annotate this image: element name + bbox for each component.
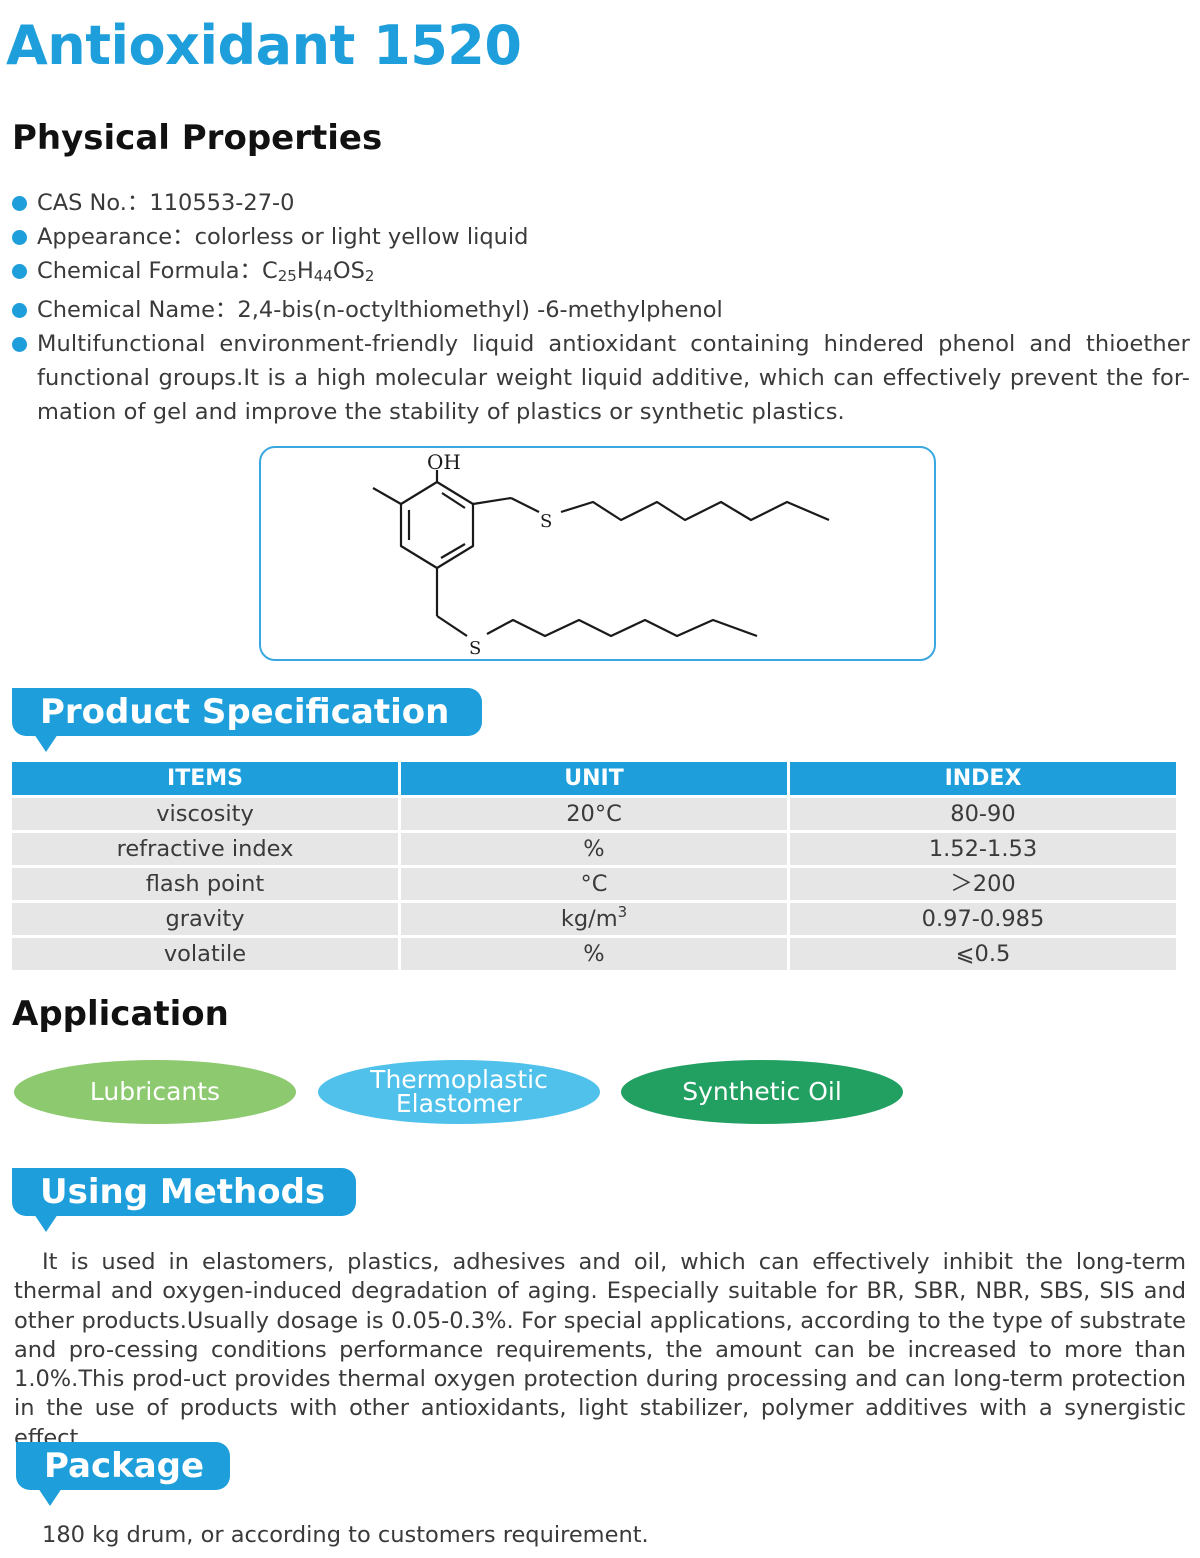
- table-row: viscosity 20°C 80-90: [12, 798, 1176, 833]
- bullet-dot-icon: [12, 196, 27, 211]
- cell-item: refractive index: [12, 833, 398, 868]
- package-text: 180 kg drum, or according to customers r…: [42, 1522, 649, 1548]
- cell-unit: kg/m3: [401, 903, 787, 938]
- specification-table: ITEMS UNIT INDEX viscosity 20°C 80-90 re…: [9, 762, 1179, 973]
- sulfur-label-lower: S: [469, 638, 481, 659]
- oh-label: OH: [427, 450, 461, 474]
- using-methods-label: Using Methods: [40, 1172, 326, 1212]
- cell-unit: °C: [401, 868, 787, 903]
- bullet-dot-icon: [12, 303, 27, 318]
- table-row: flash point °C ＞200: [12, 868, 1176, 903]
- speech-tail-icon: [34, 1214, 58, 1232]
- chemical-structure-box: OH S S: [259, 446, 936, 661]
- list-item: Chemical Name：2,4-bis(n-octylthiomethyl)…: [10, 293, 1190, 327]
- product-specification-heading: Product Specification: [12, 688, 482, 752]
- cell-index: ⩽0.5: [790, 938, 1176, 973]
- chemical-name: Chemical Name：2,4-bis(n-octylthiomethyl)…: [37, 297, 723, 323]
- cell-unit: 20°C: [401, 798, 787, 833]
- using-methods-heading: Using Methods: [12, 1168, 356, 1232]
- cell-index: 1.52-1.53: [790, 833, 1176, 868]
- product-specification-label: Product Specification: [40, 692, 450, 732]
- product-description: Multifunctional environment-friendly liq…: [37, 331, 1190, 425]
- application-thermoplastic-elastomer: Thermoplastic Elastomer: [318, 1060, 600, 1124]
- table-row: gravity kg/m3 0.97-0.985: [12, 903, 1176, 938]
- package-label: Package: [44, 1446, 205, 1486]
- page-title: Antioxidant 1520: [6, 14, 522, 77]
- speech-tail-icon: [38, 1488, 62, 1506]
- chemical-formula: C25H44OS2: [262, 258, 375, 285]
- list-item: Chemical Formula：C25H44OS2: [10, 254, 1190, 293]
- column-header-items: ITEMS: [12, 762, 398, 798]
- list-item: Multifunctional environment-friendly liq…: [10, 327, 1190, 429]
- table-row: refractive index % 1.52-1.53: [12, 833, 1176, 868]
- formula-label: Chemical Formula：: [37, 258, 263, 284]
- cell-item: viscosity: [12, 798, 398, 833]
- package-heading: Package: [16, 1442, 230, 1506]
- bullet-dot-icon: [12, 230, 27, 245]
- list-item: CAS No.：110553-27-0: [10, 186, 1190, 220]
- appearance: Appearance：colorless or light yellow liq…: [37, 224, 529, 250]
- cell-index: ＞200: [790, 868, 1176, 903]
- cell-index: 80-90: [790, 798, 1176, 833]
- properties-list: CAS No.：110553-27-0 Appearance：colorless…: [10, 186, 1190, 429]
- cas-number: CAS No.：110553-27-0: [37, 190, 295, 216]
- cell-unit: %: [401, 938, 787, 973]
- sulfur-label-upper: S: [540, 511, 552, 532]
- application-lubricants: Lubricants: [14, 1060, 296, 1124]
- column-header-unit: UNIT: [401, 762, 787, 798]
- cell-item: gravity: [12, 903, 398, 938]
- cell-index: 0.97-0.985: [790, 903, 1176, 938]
- list-item: Appearance：colorless or light yellow liq…: [10, 220, 1190, 254]
- application-synthetic-oil: Synthetic Oil: [621, 1060, 903, 1124]
- chemical-structure-diagram: OH S S: [372, 450, 830, 659]
- cell-item: flash point: [12, 868, 398, 903]
- speech-tail-icon: [34, 734, 58, 752]
- physical-properties-heading: Physical Properties: [12, 118, 383, 158]
- table-header-row: ITEMS UNIT INDEX: [12, 762, 1176, 798]
- using-methods-text: It is used in elastomers, plastics, adhe…: [14, 1249, 1186, 1451]
- cell-item: volatile: [12, 938, 398, 973]
- column-header-index: INDEX: [790, 762, 1176, 798]
- bullet-dot-icon: [12, 264, 27, 279]
- cell-unit: %: [401, 833, 787, 868]
- table-row: volatile % ⩽0.5: [12, 938, 1176, 973]
- bullet-dot-icon: [12, 337, 27, 352]
- application-heading: Application: [12, 994, 229, 1034]
